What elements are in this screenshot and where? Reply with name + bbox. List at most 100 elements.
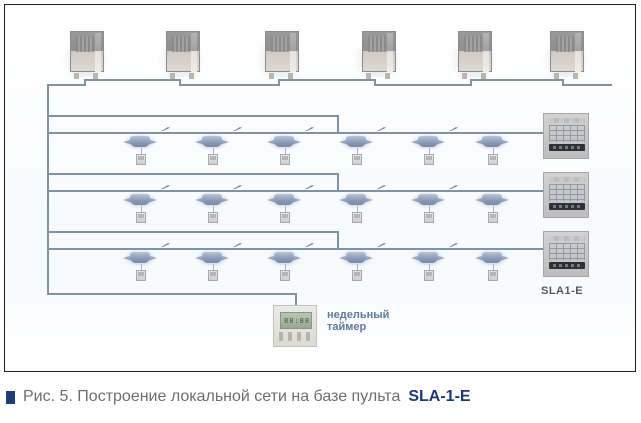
- indoor-unit-wing: [195, 255, 205, 261]
- indoor-unit-wing: [219, 139, 229, 145]
- indoor-unit-wing: [499, 139, 509, 145]
- indoor-unit-wing: [435, 255, 445, 261]
- connector-arrow-icon: [449, 127, 458, 131]
- timer-feed-horizontal: [47, 293, 297, 295]
- remote-screen: [282, 156, 288, 160]
- outdoor-unit-foot: [74, 73, 79, 79]
- outdoor-unit-foot: [269, 73, 274, 79]
- indoor-unit: [267, 249, 301, 267]
- indoor-unit: [339, 249, 373, 267]
- indoor-unit-wing: [475, 139, 485, 145]
- indoor-unit-wing: [363, 255, 373, 261]
- wall-remote: [424, 154, 434, 165]
- row2-feed-riser: [337, 173, 339, 190]
- indoor-unit-body: [274, 194, 294, 205]
- remote-stem: [213, 206, 214, 213]
- indoor-unit: [411, 249, 445, 267]
- controller-header: [549, 118, 585, 123]
- wall-remote: [208, 212, 218, 223]
- outdoor-unit-foot: [481, 73, 486, 79]
- wall-remote: [352, 212, 362, 223]
- outdoor-unit-side: [483, 33, 489, 72]
- indoor-unit-wing: [267, 255, 277, 261]
- weekly-timer-device[interactable]: 88:88: [273, 305, 317, 347]
- outdoor-unit-body: [70, 31, 104, 72]
- weekly-timer-label-line1: недельный: [327, 309, 390, 321]
- remote-stem: [429, 206, 430, 213]
- indoor-unit-wing: [411, 197, 421, 203]
- remote-stem: [493, 148, 494, 155]
- indoor-unit-wing: [475, 255, 485, 261]
- timer-feed-riser: [295, 293, 297, 305]
- remote-stem: [357, 264, 358, 271]
- remote-screen: [210, 272, 216, 276]
- sla1e-controller-2[interactable]: [543, 172, 589, 218]
- indoor-unit: [411, 133, 445, 151]
- wall-remote: [136, 212, 146, 223]
- remote-screen: [354, 214, 360, 218]
- timer-screen: 88:88: [280, 312, 312, 329]
- indoor-unit-wing: [339, 197, 349, 203]
- indoor-unit: [475, 191, 509, 209]
- controller-keypad[interactable]: [549, 125, 585, 142]
- outdoor-unit-body: [265, 31, 299, 72]
- caption-bullet-icon: [6, 390, 15, 404]
- indoor-unit-body: [482, 252, 502, 263]
- weekly-timer-label: недельный таймер: [327, 309, 389, 333]
- indoor-unit-wing: [147, 197, 157, 203]
- connector-arrow-icon: [449, 243, 458, 247]
- indoor-unit: [339, 191, 373, 209]
- remote-stem: [213, 148, 214, 155]
- remote-screen: [490, 272, 496, 276]
- outdoor-unit-foot: [93, 73, 98, 79]
- indoor-unit: [475, 249, 509, 267]
- remote-stem: [285, 264, 286, 271]
- wall-remote: [424, 212, 434, 223]
- timer-buttons[interactable]: [279, 332, 313, 341]
- outdoor-unit-side: [95, 33, 101, 72]
- main-trunk-vertical: [47, 84, 49, 294]
- indoor-unit-wing: [291, 139, 301, 145]
- remote-stem: [357, 206, 358, 213]
- indoor-unit-body: [130, 194, 150, 205]
- outdoor-unit-grille-icon: [368, 36, 386, 52]
- indoor-unit-wing: [291, 197, 301, 203]
- indoor-unit-body: [202, 252, 222, 263]
- sla1e-controller-3[interactable]: [543, 231, 589, 277]
- outdoor-unit-3: [257, 31, 303, 79]
- remote-stem: [141, 148, 142, 155]
- indoor-unit-wing: [123, 255, 133, 261]
- indoor-unit-wing: [291, 255, 301, 261]
- wall-remote: [488, 270, 498, 281]
- caption-text: Рис. 5. Построение локальной сети на баз…: [23, 388, 401, 405]
- sla1e-controller-1[interactable]: [543, 113, 589, 159]
- remote-stem: [285, 206, 286, 213]
- remote-stem: [141, 264, 142, 271]
- remote-stem: [429, 148, 430, 155]
- outdoor-bus-segment: [47, 84, 85, 86]
- outdoor-bus-riser: [470, 79, 472, 86]
- indoor-unit-body: [346, 136, 366, 147]
- outdoor-unit-grille-icon: [76, 36, 94, 52]
- indoor-unit-wing: [339, 139, 349, 145]
- remote-screen: [282, 272, 288, 276]
- remote-screen: [426, 156, 432, 160]
- outdoor-unit-foot: [189, 73, 194, 79]
- controller-keypad[interactable]: [549, 184, 585, 201]
- remote-screen: [138, 272, 144, 276]
- controller-header: [549, 177, 585, 182]
- connector-arrow-icon: [161, 185, 170, 189]
- outdoor-bus-segment: [374, 84, 472, 86]
- outdoor-unit-foot: [462, 73, 467, 79]
- remote-screen: [354, 272, 360, 276]
- indoor-unit: [475, 133, 509, 151]
- indoor-unit: [267, 191, 301, 209]
- indoor-unit-wing: [147, 255, 157, 261]
- outdoor-unit-body: [458, 31, 492, 72]
- controller-header: [549, 236, 585, 241]
- remote-screen: [426, 272, 432, 276]
- indoor-unit: [123, 249, 157, 267]
- caption-model-name: SLA-1-E: [408, 388, 471, 405]
- controller-keypad[interactable]: [549, 243, 585, 260]
- outdoor-unit-body: [550, 31, 584, 72]
